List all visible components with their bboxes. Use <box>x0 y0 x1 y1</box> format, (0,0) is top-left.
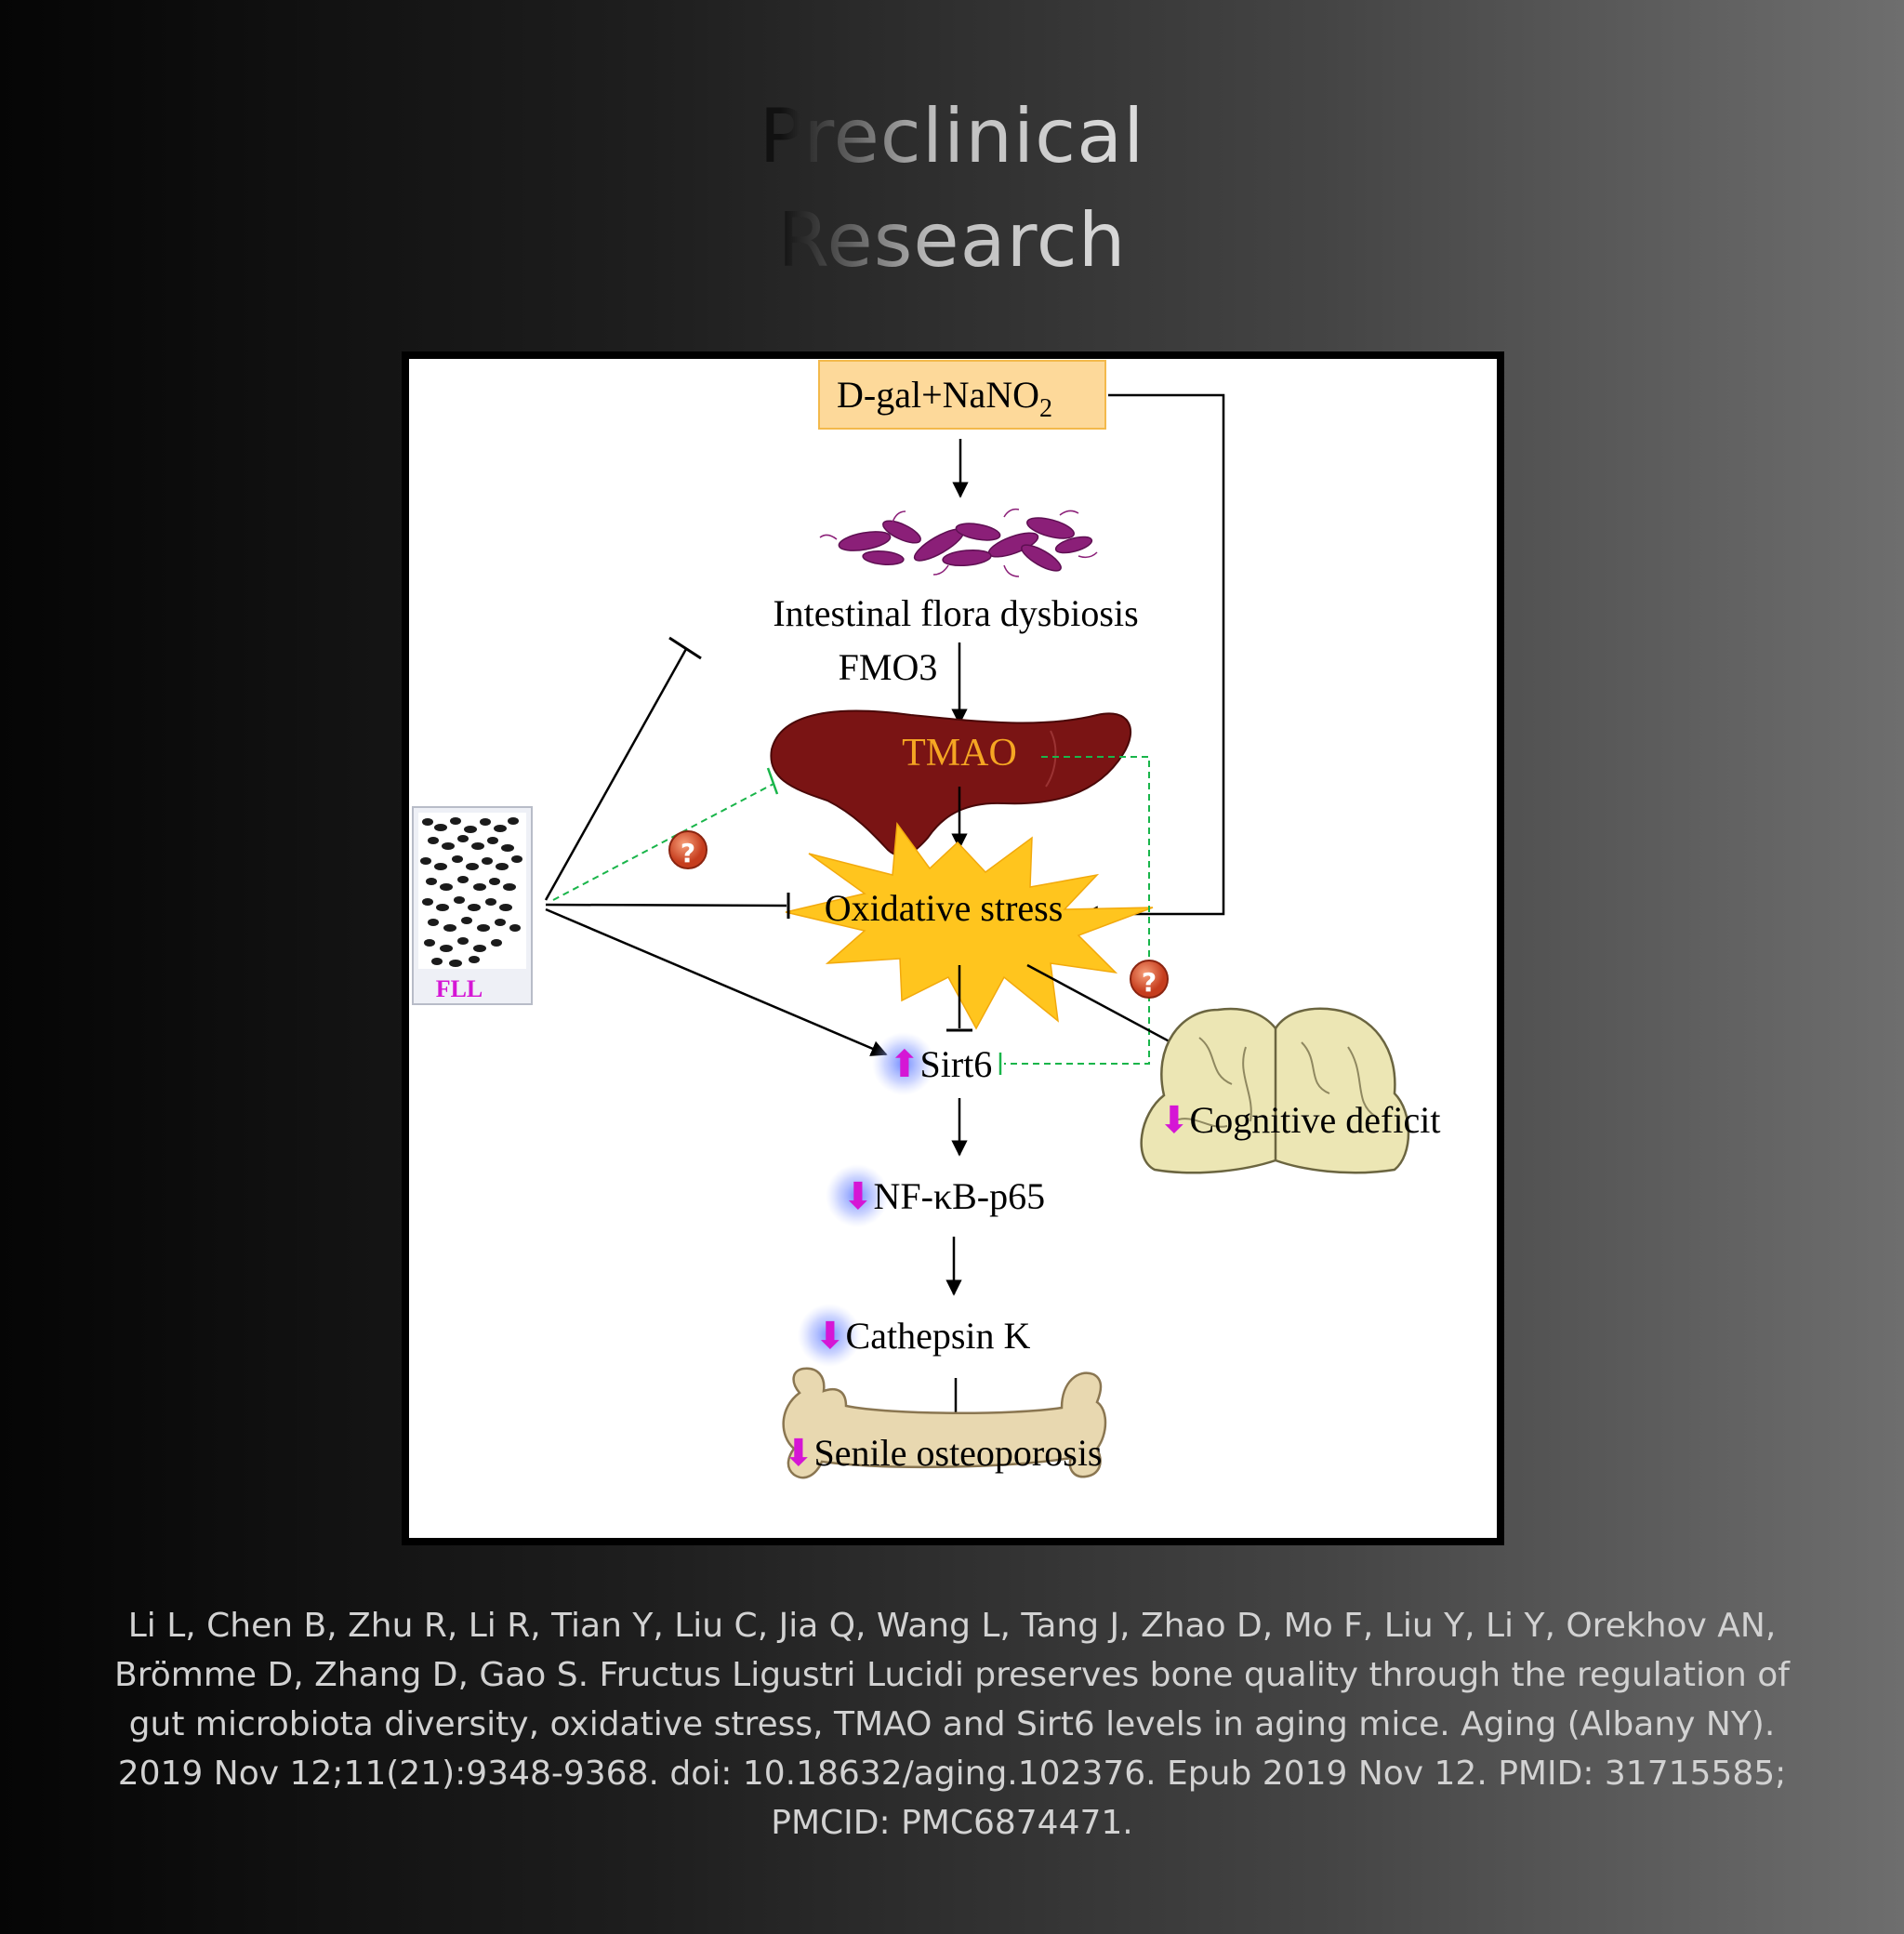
osteoporosis-label: ⬇Senile osteoporosis <box>783 1432 1103 1475</box>
dysbiosis-label: Intestinal flora dysbiosis <box>773 592 1138 634</box>
title-line-1: Preclinical <box>0 93 1904 179</box>
pathway-diagram: D-gal+NaNO2 Intestinal flora dysbiosis F… <box>409 359 1497 1538</box>
cathepsin-label: ⬇Cathepsin K <box>814 1315 1030 1358</box>
citation-text: Li L, Chen B, Zhu R, Li R, Tian Y, Liu C… <box>114 1607 1790 1842</box>
svg-text:?: ? <box>1142 967 1157 998</box>
svg-text:?: ? <box>681 838 695 868</box>
title-line-2: Research <box>0 197 1904 284</box>
fll-seeds-image: FLL <box>412 806 533 1005</box>
sirt6-label: ⬆Sirt6 <box>889 1043 992 1086</box>
bacteria-icon <box>819 508 1098 577</box>
dashed-inhibition-paths <box>552 756 1150 1065</box>
diagram-panel: D-gal+NaNO2 Intestinal flora dysbiosis F… <box>402 351 1504 1545</box>
oxidative-stress-starburst <box>785 821 1154 1030</box>
liver-icon <box>770 709 1132 856</box>
question-mark-icon-right: ? <box>1130 960 1169 999</box>
arrow-treatment-to-oxidative <box>1081 393 1225 922</box>
cognitive-deficit-label: ⬇Cognitive deficit <box>1158 1099 1440 1142</box>
nfkb-label: ⬇NF-κB-p65 <box>842 1175 1045 1218</box>
sirt6-glow <box>872 1032 935 1095</box>
cathepsin-glow <box>798 1304 861 1367</box>
nfkb-glow <box>826 1164 889 1227</box>
fmo3-label: FMO3 <box>839 646 938 688</box>
brain-icon <box>1140 1007 1410 1174</box>
inhibit-fll-to-flora <box>544 648 688 901</box>
treatment-box <box>818 360 1106 430</box>
bone-icon <box>782 1367 1107 1479</box>
arrow-fll-to-sirt6 <box>545 907 888 1056</box>
tmao-label: TMAO <box>902 732 1017 775</box>
treatment-label: D-gal+NaNO2 <box>837 374 1052 423</box>
oxidative-stress-label: Oxidative stress <box>825 887 1064 929</box>
inhibit-fll-to-oxidative <box>545 903 787 907</box>
fll-label: FLL <box>436 975 483 1002</box>
question-mark-icon-left: ? <box>668 830 707 869</box>
